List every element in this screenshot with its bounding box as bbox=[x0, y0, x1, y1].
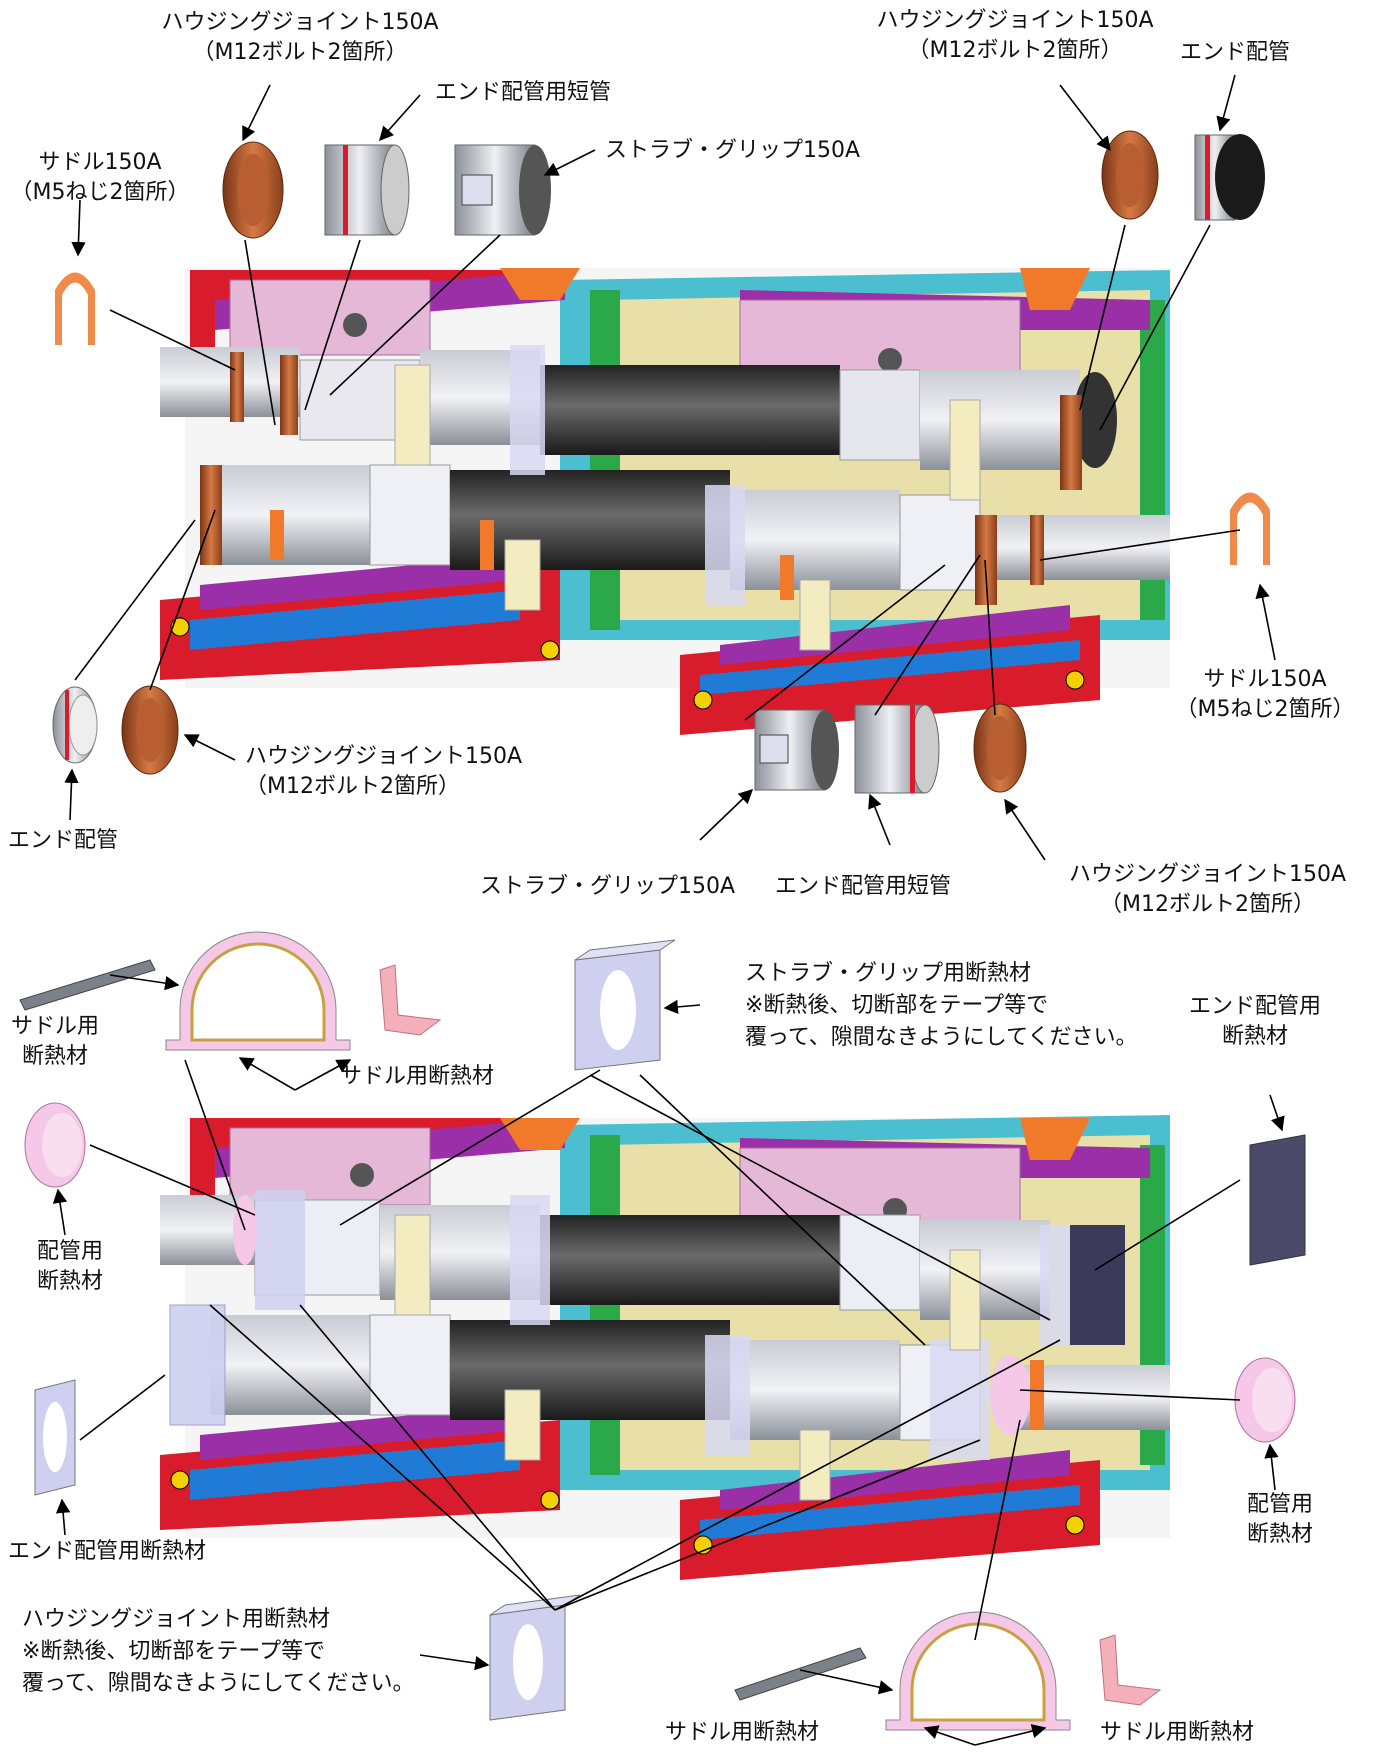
label-end-pipe-short-bottom: エンド配管用短管 bbox=[775, 874, 952, 899]
label-end-pipe-top-right: エンド配管 bbox=[1180, 40, 1291, 65]
label-saddle-insulation-mid: サドル用断熱材 bbox=[340, 1064, 495, 1089]
short-pipe-icon bbox=[854, 704, 940, 794]
label-end-pipe-left: エンド配管 bbox=[8, 828, 119, 853]
housing-joint-insulation-icon bbox=[489, 1594, 581, 1721]
housing-joint-icon bbox=[222, 141, 284, 239]
pipe-insulation-ring-icon bbox=[24, 1102, 86, 1188]
saddle-insulation-wedge-icon bbox=[379, 964, 442, 1036]
strap-grip-icon bbox=[754, 709, 839, 791]
saddle-icon bbox=[55, 272, 95, 345]
end-pipe-insulation-panel-icon bbox=[1249, 1134, 1306, 1266]
saddle-insulation-arch-icon bbox=[885, 1611, 1071, 1731]
label-housing-joint-mid-left: ハウジングジョイント150A （M12ボルト2箇所） bbox=[245, 744, 523, 799]
saddle-icon bbox=[1230, 492, 1270, 565]
bottom-assembly bbox=[160, 1115, 1170, 1580]
label-housing-joint-bottom-right: ハウジングジョイント150A （M12ボルト2箇所） bbox=[1068, 862, 1347, 917]
label-pipe-insulation-left: 配管用 断熱材 bbox=[36, 1239, 103, 1294]
label-pipe-insulation-right: 配管用 断熱材 bbox=[1246, 1492, 1313, 1547]
label-saddle-insulation-bottom-left: サドル用断熱材 bbox=[665, 1720, 820, 1745]
strap-grip-icon bbox=[454, 144, 551, 236]
end-pipe-insulation-icon bbox=[34, 1379, 76, 1496]
label-housing-joint-top-left: ハウジングジョイント150A （M12ボルト2箇所） bbox=[161, 10, 439, 65]
flat-bar-icon bbox=[734, 1647, 867, 1701]
label-strap-grip-insulation: ストラブ・グリップ用断熱材 ※断熱後、切断部をテープ等で 覆って、隙間なきように… bbox=[745, 961, 1138, 1050]
short-pipe-icon bbox=[324, 144, 410, 236]
pipe-insulation-ring-icon bbox=[1234, 1357, 1296, 1443]
end-pipe-icon bbox=[1194, 134, 1265, 221]
top-assembly bbox=[160, 268, 1170, 735]
saddle-insulation-arch-icon bbox=[165, 931, 351, 1051]
label-housing-joint-top-right: ハウジングジョイント150A （M12ボルト2箇所） bbox=[876, 8, 1154, 63]
top-leader-arrows bbox=[64, 74, 1276, 861]
housing-joint-icon bbox=[973, 703, 1027, 793]
label-end-pipe-insulation-right: エンド配管用 断熱材 bbox=[1188, 994, 1321, 1049]
label-saddle-insulation-left: サドル用 断熱材 bbox=[10, 1014, 99, 1069]
label-saddle-right: サドル150A （M5ねじ2箇所） bbox=[1175, 667, 1355, 722]
label-strap-grip-bottom: ストラブ・グリップ150A bbox=[480, 874, 736, 899]
top-parts bbox=[52, 130, 1270, 794]
saddle-insulation-wedge-icon bbox=[1099, 1634, 1162, 1706]
label-saddle-top-left: サドル150A （M5ねじ2箇所） bbox=[10, 150, 190, 205]
end-pipe-icon bbox=[52, 686, 98, 764]
housing-joint-icon bbox=[121, 685, 179, 775]
label-housing-joint-insulation: ハウジングジョイント用断熱材 ※断熱後、切断部をテープ等で 覆って、隙間なきよう… bbox=[22, 1607, 415, 1696]
housing-joint-icon bbox=[1101, 130, 1159, 220]
strap-grip-insulation-icon bbox=[574, 939, 676, 1071]
bottom-parts bbox=[19, 931, 1306, 1731]
bottom-leader-arrows bbox=[52, 974, 1285, 1746]
label-saddle-insulation-bottom-right: サドル用断熱材 bbox=[1100, 1720, 1255, 1745]
flat-bar-icon bbox=[19, 959, 156, 1011]
label-end-pipe-insulation-left: エンド配管用断熱材 bbox=[8, 1539, 207, 1564]
label-end-pipe-short-top: エンド配管用短管 bbox=[435, 80, 612, 105]
label-strap-grip-top: ストラブ・グリップ150A bbox=[605, 138, 861, 163]
